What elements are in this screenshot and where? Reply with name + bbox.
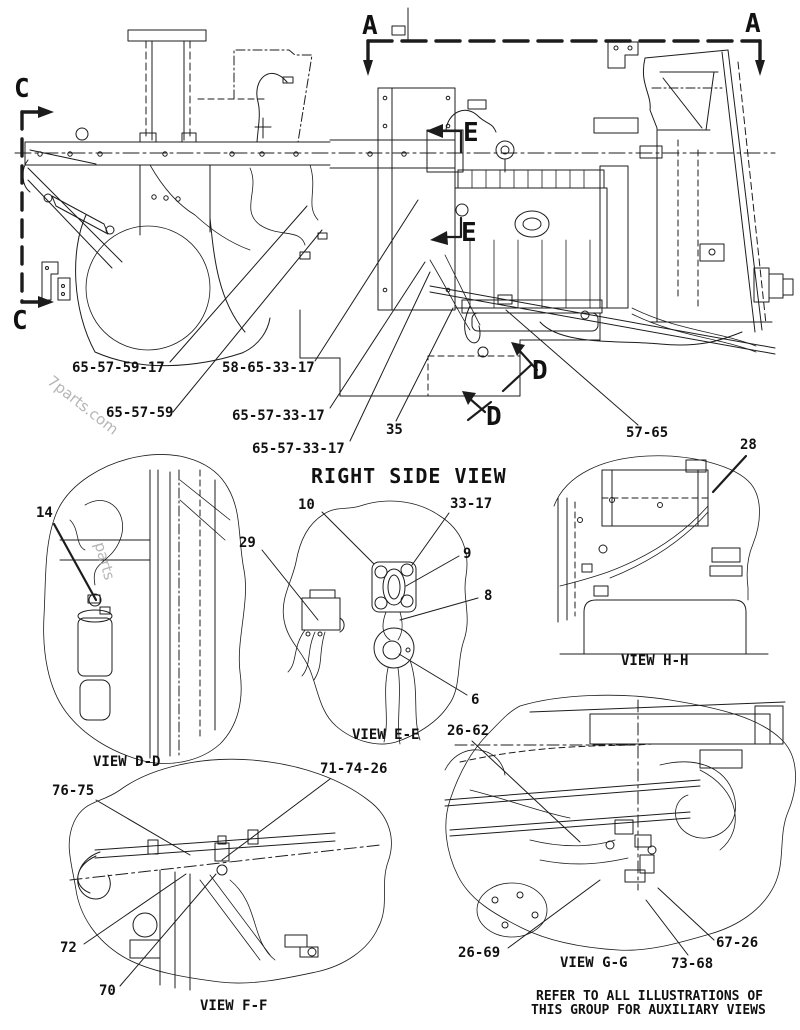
callout-67-26: 67-26 (716, 935, 759, 951)
section-letter-d-lower: D (486, 402, 502, 432)
callout-26-69: 26-69 (458, 945, 501, 961)
callout-10: 10 (298, 497, 315, 513)
callout-58-65-33-17: 58-65-33-17 (222, 360, 315, 376)
caption-view-dd: VIEW D-D (93, 754, 161, 770)
section-letter-c-bottom: C (12, 306, 28, 336)
section-line-d (462, 342, 539, 422)
caption-view-gg: VIEW G-G (560, 955, 628, 971)
callout-8: 8 (484, 588, 493, 604)
callout-65-57-59-17: 65-57-59-17 (72, 360, 165, 376)
callout-28: 28 (740, 437, 757, 453)
view-hh-drawing (553, 454, 769, 655)
callout-14: 14 (36, 505, 53, 521)
callout-65-57-59: 65-57-59 (106, 405, 174, 421)
view-ee-drawing (261, 500, 479, 745)
section-line-c (20, 106, 54, 308)
callout-6: 6 (471, 692, 480, 708)
page-title: RIGHT SIDE VIEW (311, 464, 507, 488)
section-letter-a-left: A (362, 11, 378, 41)
callout-76-75: 76-75 (52, 783, 95, 799)
callout-33-17: 33-17 (450, 496, 493, 512)
callout-9: 9 (463, 546, 472, 562)
callout-57-65: 57-65 (626, 425, 669, 441)
section-letter-e-top: E (463, 118, 479, 148)
callout-65-57-33-17-b: 65-57-33-17 (252, 441, 345, 457)
callout-70: 70 (99, 983, 116, 999)
caption-view-hh: VIEW H-H (621, 653, 689, 669)
callout-29: 29 (239, 535, 256, 551)
main-leaders (169, 199, 639, 442)
view-ff-drawing (68, 758, 392, 991)
section-letter-d-upper: D (532, 356, 548, 386)
footer-note-line1: REFER TO ALL ILLUSTRATIONS OF (536, 989, 763, 1004)
caption-view-ff: VIEW F-F (200, 998, 268, 1014)
section-letter-e-bottom: E (461, 218, 477, 248)
callout-35: 35 (386, 422, 403, 438)
footer-note-line2: THIS GROUP FOR AUXILIARY VIEWS (531, 1003, 766, 1018)
section-letter-a-right: A (745, 9, 761, 39)
section-line-e (426, 124, 463, 245)
main-machine (14, 29, 794, 397)
view-gg-drawing (444, 694, 796, 956)
callout-73-68: 73-68 (671, 956, 714, 972)
section-line-a (363, 7, 765, 76)
section-letter-c-top: C (14, 74, 30, 104)
callout-72: 72 (60, 940, 77, 956)
view-dd-drawing (43, 454, 246, 764)
callout-26-62: 26-62 (447, 723, 490, 739)
callout-65-57-33-17-a: 65-57-33-17 (232, 408, 325, 424)
caption-view-ee: VIEW E-E (352, 727, 420, 743)
callout-71-74-26: 71-74-26 (320, 761, 388, 777)
